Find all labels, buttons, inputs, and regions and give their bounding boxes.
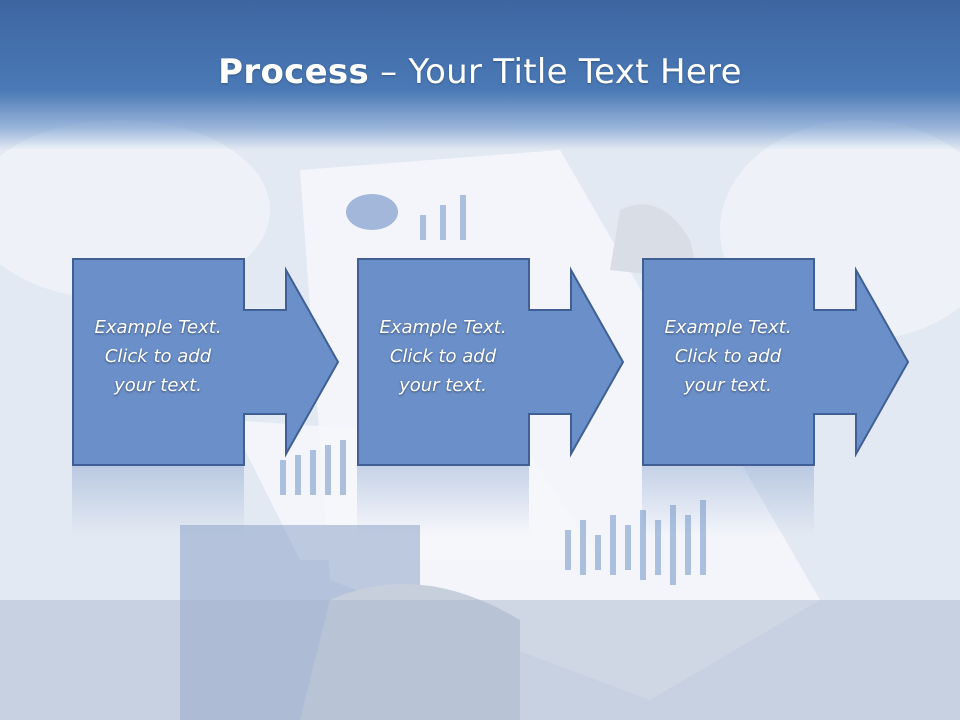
arrow-callout-shape xyxy=(642,258,910,466)
process-step-3[interactable]: Example Text. Click to add your text. xyxy=(642,258,910,466)
slide-title[interactable]: Process – Your Title Text Here xyxy=(0,52,960,92)
process-step-2[interactable]: Example Text. Click to add your text. xyxy=(357,258,625,466)
step-reflection xyxy=(642,466,814,536)
title-rest: – Your Title Text Here xyxy=(369,52,742,92)
step-text[interactable]: Example Text. Click to add your text. xyxy=(94,317,222,396)
process-step-1[interactable]: Example Text. Click to add your text. xyxy=(72,258,340,466)
step-reflection xyxy=(72,466,244,536)
arrow-callout-shape xyxy=(357,258,625,466)
step-text[interactable]: Example Text. Click to add your text. xyxy=(664,317,792,396)
step-text[interactable]: Example Text. Click to add your text. xyxy=(379,317,507,396)
title-bar xyxy=(0,0,960,150)
step-reflection xyxy=(357,466,529,536)
title-bold: Process xyxy=(218,52,370,92)
arrow-callout-shape xyxy=(72,258,340,466)
